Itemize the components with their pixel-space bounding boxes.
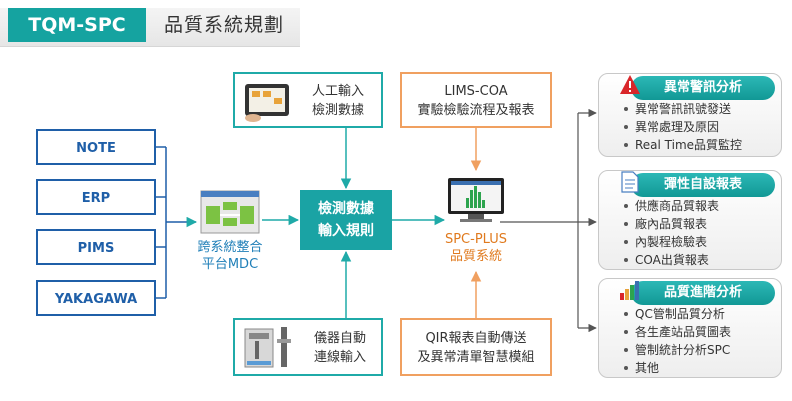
input-rules-line2: 輸入規則 (318, 223, 374, 239)
mdc-label-line2: 平台MDC (201, 257, 259, 272)
sources-bracket (156, 146, 167, 299)
warning-icon (619, 74, 641, 96)
spc-to-panels-lines (500, 108, 597, 333)
qir-box: QIR報表自動傳送 及異常清單智慧模組 (400, 318, 552, 376)
panel-reports: 彈性自設報表 供應商品質報表 廠內品質報表 內製程檢驗表 COA出貨報表 (598, 170, 782, 270)
list-item: 管制統計分析SPC (621, 341, 731, 359)
input-rules-line1: 檢測數據 (318, 201, 374, 217)
source-pims: PIMS (36, 229, 156, 265)
list-item: 供應商品質報表 (621, 197, 719, 215)
input-rules-box: 檢測數據 輸入規則 (300, 190, 392, 250)
list-item: 內製程檢驗表 (621, 233, 719, 251)
instrument-input-line2: 連線輸入 (313, 350, 366, 365)
list-item: QC管制品質分析 (621, 305, 731, 323)
qir-line2: 及異常清單智慧模組 (417, 350, 535, 365)
panel-anomaly: 異常警訊分析 異常警訊訊號發送 異常處理及原因 Real Time品質監控 (598, 73, 782, 157)
instrument-input-box: 儀器自動 連線輸入 (233, 318, 383, 376)
document-icon (621, 171, 639, 193)
panel-advanced: 品質進階分析 QC管制品質分析 各生產站品質圖表 管制統計分析SPC 其他 (598, 278, 782, 378)
panel-advanced-title: 品質進階分析 (631, 281, 775, 305)
panel-advanced-list: QC管制品質分析 各生產站品質圖表 管制統計分析SPC 其他 (621, 305, 731, 377)
list-item: Real Time品質監控 (621, 136, 742, 154)
panel-anomaly-list: 異常警訊訊號發送 異常處理及原因 Real Time品質監控 (621, 100, 742, 154)
header-tag: TQM-SPC (8, 8, 146, 42)
source-yakagawa: YAKAGAWA (36, 280, 156, 316)
panel-reports-list: 供應商品質報表 廠內品質報表 內製程檢驗表 COA出貨報表 (621, 197, 719, 269)
list-item: 其他 (621, 359, 731, 377)
lims-coa-box: LIMS-COA 實驗檢驗流程及報表 (400, 72, 552, 128)
qir-line1: QIR報表自動傳送 (425, 331, 527, 346)
list-item: 異常處理及原因 (621, 118, 742, 136)
panel-anomaly-title: 異常警訊分析 (631, 76, 775, 100)
panel-reports-title: 彈性自設報表 (631, 173, 775, 197)
mdc-icon (200, 190, 260, 234)
spc-label-line2: 品質系統 (449, 249, 502, 264)
monitor-icon (446, 176, 506, 224)
source-note: NOTE (36, 129, 156, 165)
instrument-icon (241, 325, 297, 371)
manual-input-line2: 檢測數據 (311, 103, 364, 118)
instrument-input-line1: 儀器自動 (313, 331, 366, 346)
source-erp: ERP (36, 179, 156, 215)
lims-line1: LIMS-COA (444, 84, 508, 99)
manual-input-line1: 人工輸入 (311, 84, 364, 99)
list-item: 異常警訊訊號發送 (621, 100, 742, 118)
list-item: 廠內品質報表 (621, 215, 719, 233)
manual-input-box: 人工輸入 檢測數據 (233, 72, 383, 128)
page-title: 品質系統規劃 (164, 14, 285, 36)
bar-chart-icon (619, 279, 641, 301)
spc-label-line1: SPC-PLUS (444, 232, 508, 247)
tablet-icon (243, 80, 291, 122)
mdc-label: 跨系統整合 平台MDC (180, 239, 280, 273)
list-item: 各生產站品質圖表 (621, 323, 731, 341)
list-item: COA出貨報表 (621, 251, 719, 269)
spc-label: SPC-PLUS 品質系統 (426, 231, 526, 265)
lims-line2: 實驗檢驗流程及報表 (417, 103, 535, 118)
mdc-label-line1: 跨系統整合 (197, 240, 263, 255)
